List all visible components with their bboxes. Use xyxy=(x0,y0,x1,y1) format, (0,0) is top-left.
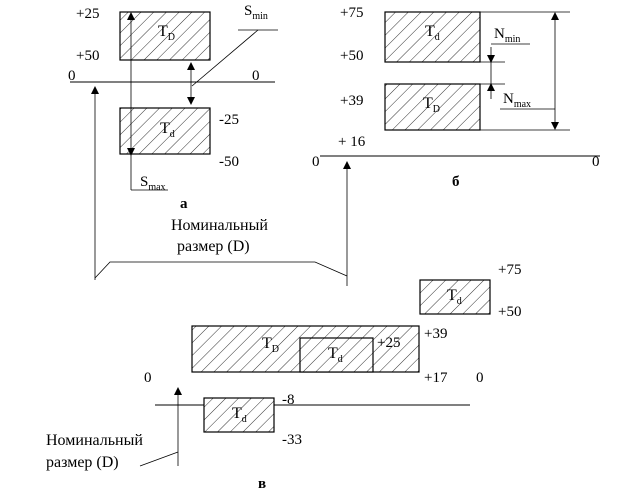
td-label-v-inner: Td xyxy=(328,345,343,365)
td-label-v-top: Td xyxy=(447,287,462,307)
value-plus50-b: +50 xyxy=(340,48,363,64)
panel-a: TD Td +25 +50 -25 -50 0 0 Smin Smax а xyxy=(68,3,278,212)
zero-right-a: 0 xyxy=(252,68,260,84)
nominal-leader-v xyxy=(139,451,179,467)
value-plus75-v: +75 xyxy=(498,262,521,278)
nominal-v-line2: размер (D) xyxy=(46,454,119,471)
panel-v: TD Td Td Td +75 +50 +39 +25 +17 -8 -33 0… xyxy=(46,262,521,492)
value-plus25-v: +25 xyxy=(377,335,400,351)
value-minus33-v: -33 xyxy=(282,432,302,448)
smax-label: Smax xyxy=(140,174,166,193)
nominal-v-line1: Номинальный xyxy=(46,432,143,449)
nmin-label: Nmin xyxy=(494,26,520,45)
shaft-tolerance-box-b xyxy=(384,11,481,63)
td-label-a-bottom: Td xyxy=(160,120,175,140)
nominal-bracket xyxy=(94,261,348,279)
hole-tolerance-box-a xyxy=(119,11,211,61)
zero-right-b: 0 xyxy=(592,154,600,170)
value-minus50-a: -50 xyxy=(219,154,239,170)
td-label-a-top: TD xyxy=(158,23,175,43)
td-label-v-bottom: Td xyxy=(232,405,247,425)
nominal-top-line2: размер (D) xyxy=(177,238,250,255)
zero-left-a: 0 xyxy=(68,68,76,84)
value-minus25-a: -25 xyxy=(219,112,239,128)
shaft-top-box-v xyxy=(419,279,491,315)
shaft-tolerance-box-a xyxy=(119,107,211,155)
value-plus17-v: +17 xyxy=(424,370,448,386)
caption-b: б xyxy=(452,174,460,190)
value-plus39-v: +39 xyxy=(424,326,447,342)
td-label-b-top: Td xyxy=(425,23,440,43)
nmax-label: Nmax xyxy=(503,91,531,110)
caption-a: а xyxy=(180,196,188,212)
zero-left-b: 0 xyxy=(312,154,320,170)
td-label-v-big: TD xyxy=(262,335,279,355)
smin-label: Smin xyxy=(244,3,268,22)
shaft-bottom-box-v xyxy=(203,397,275,433)
caption-v: в xyxy=(258,476,266,492)
smin-leader xyxy=(191,29,259,87)
zero-right-v: 0 xyxy=(476,370,484,386)
nominal-size-top: Номинальный размер (D) xyxy=(91,86,351,286)
value-plus39-b: +39 xyxy=(340,93,363,109)
td-label-b-bottom: TD xyxy=(423,95,440,115)
panel-b: Nmin Nmax Td TD +75 +50 +39 + 16 0 0 б xyxy=(312,5,600,190)
shaft-inner-box-v xyxy=(299,337,374,373)
value-plus75-b: +75 xyxy=(340,5,363,21)
value-plus50-v: +50 xyxy=(498,304,521,320)
value-minus8-v: -8 xyxy=(282,392,295,408)
value-plus16-b: + 16 xyxy=(338,134,366,150)
hole-tolerance-box-b xyxy=(384,83,481,131)
zero-left-v: 0 xyxy=(144,370,152,386)
nominal-top-line1: Номинальный xyxy=(171,217,268,234)
value-plus50-a: +50 xyxy=(76,48,99,64)
value-plus25-a: +25 xyxy=(76,6,99,22)
